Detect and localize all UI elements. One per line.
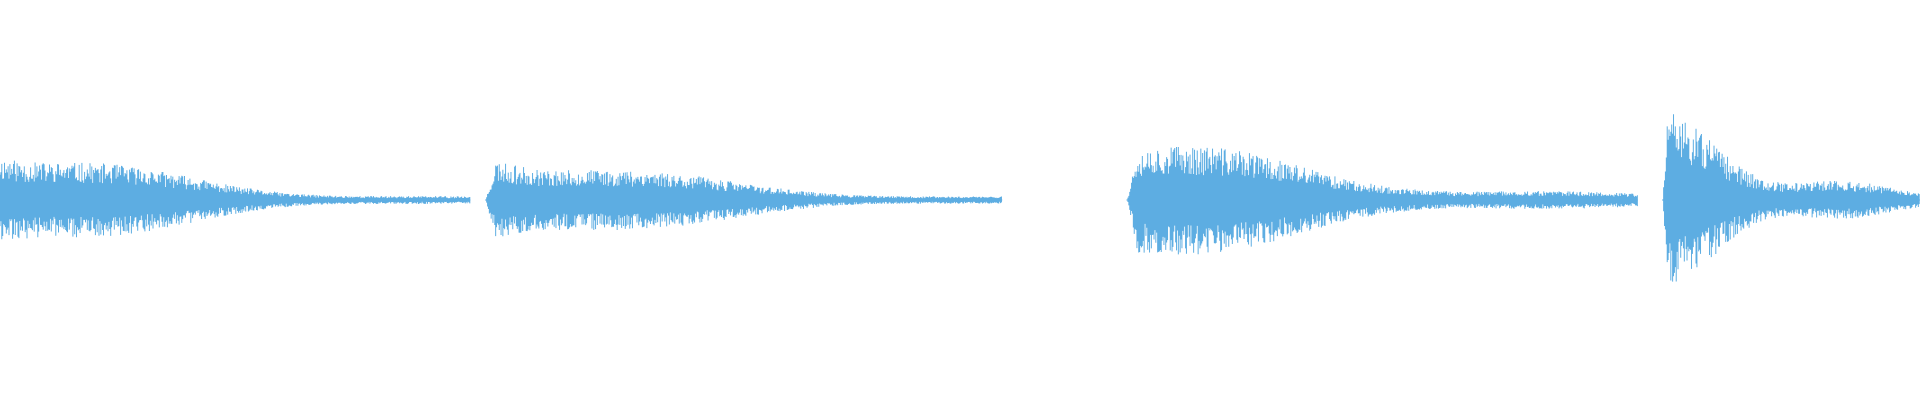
waveform-segment-clip-3[interactable] [1126,147,1638,255]
waveform-strokes [0,114,1920,282]
waveform-segment-clip-4[interactable] [1662,114,1920,282]
waveform-path [1662,114,1920,282]
waveform-segment-clip-1[interactable] [0,160,471,240]
waveform-path [1126,147,1638,255]
waveform-segment-clip-2[interactable] [485,163,1003,237]
